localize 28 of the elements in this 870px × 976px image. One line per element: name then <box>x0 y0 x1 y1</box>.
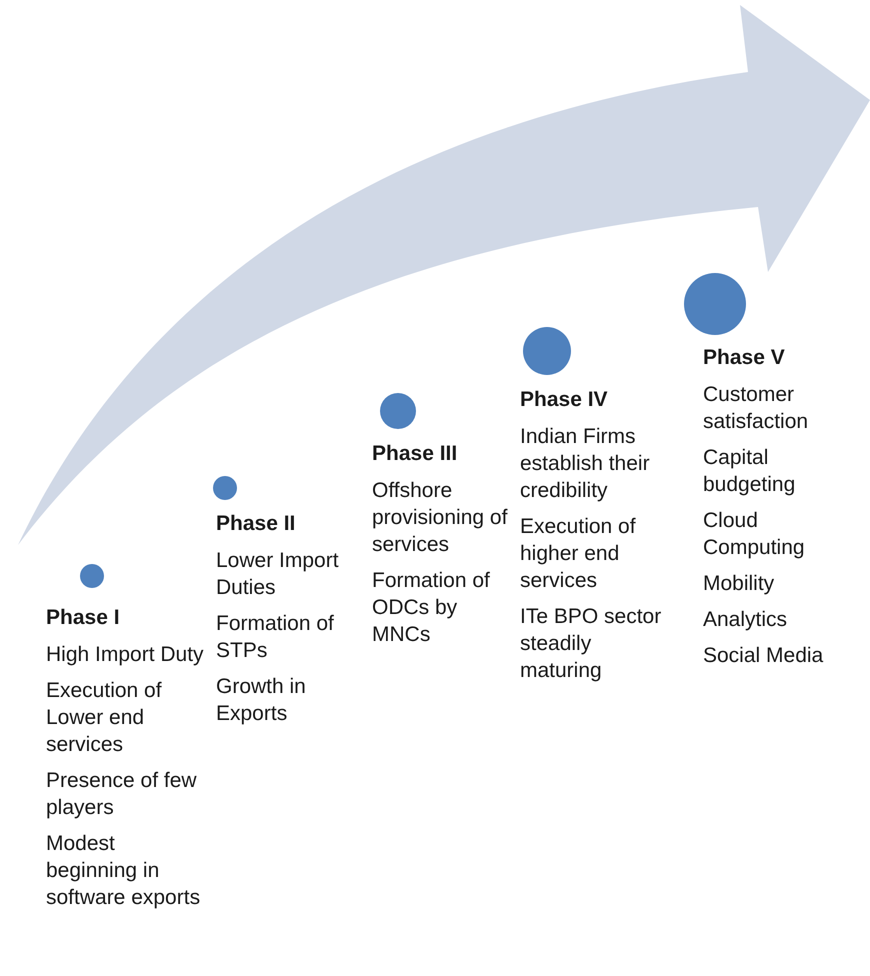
phase-item: Presence of few players <box>46 768 198 821</box>
phase-item: Cloud Computing <box>703 508 806 561</box>
phase-heading: Phase V <box>703 345 786 371</box>
phase-item: Lower Import Duties <box>216 548 340 601</box>
phase-dot <box>80 564 104 588</box>
phase-item: Execution of higher end services <box>520 514 637 594</box>
phase-item: Formation of ODCs by MNCs <box>372 568 491 648</box>
phase-item: Mobility <box>703 571 776 597</box>
phase-item: Execution of Lower end services <box>46 678 163 758</box>
phase-heading: Phase IV <box>520 387 609 413</box>
phase-heading: Phase III <box>372 441 458 467</box>
phase-heading: Phase II <box>216 511 296 537</box>
phase-item: Modest beginning in software exports <box>46 831 202 911</box>
phase-dot <box>523 327 571 375</box>
phase-item: Formation of STPs <box>216 611 335 664</box>
phase-heading: Phase I <box>46 605 121 631</box>
phase-item: Customer satisfaction <box>703 382 810 435</box>
phase-dot <box>684 273 746 335</box>
phase-item: Indian Firms establish their credibility <box>520 424 651 504</box>
phase-dot <box>213 476 237 500</box>
phase-item: Social Media <box>703 643 824 669</box>
phase-item: High Import Duty <box>46 642 205 668</box>
phase-item: Capital budgeting <box>703 445 796 498</box>
phase-dot <box>380 393 416 429</box>
phase-item: Offshore provisioning of services <box>372 478 508 558</box>
phase-item: Analytics <box>703 607 788 633</box>
phase-item: Growth in Exports <box>216 674 307 727</box>
phase-item: ITe BPO sector steadily maturing <box>520 604 662 684</box>
